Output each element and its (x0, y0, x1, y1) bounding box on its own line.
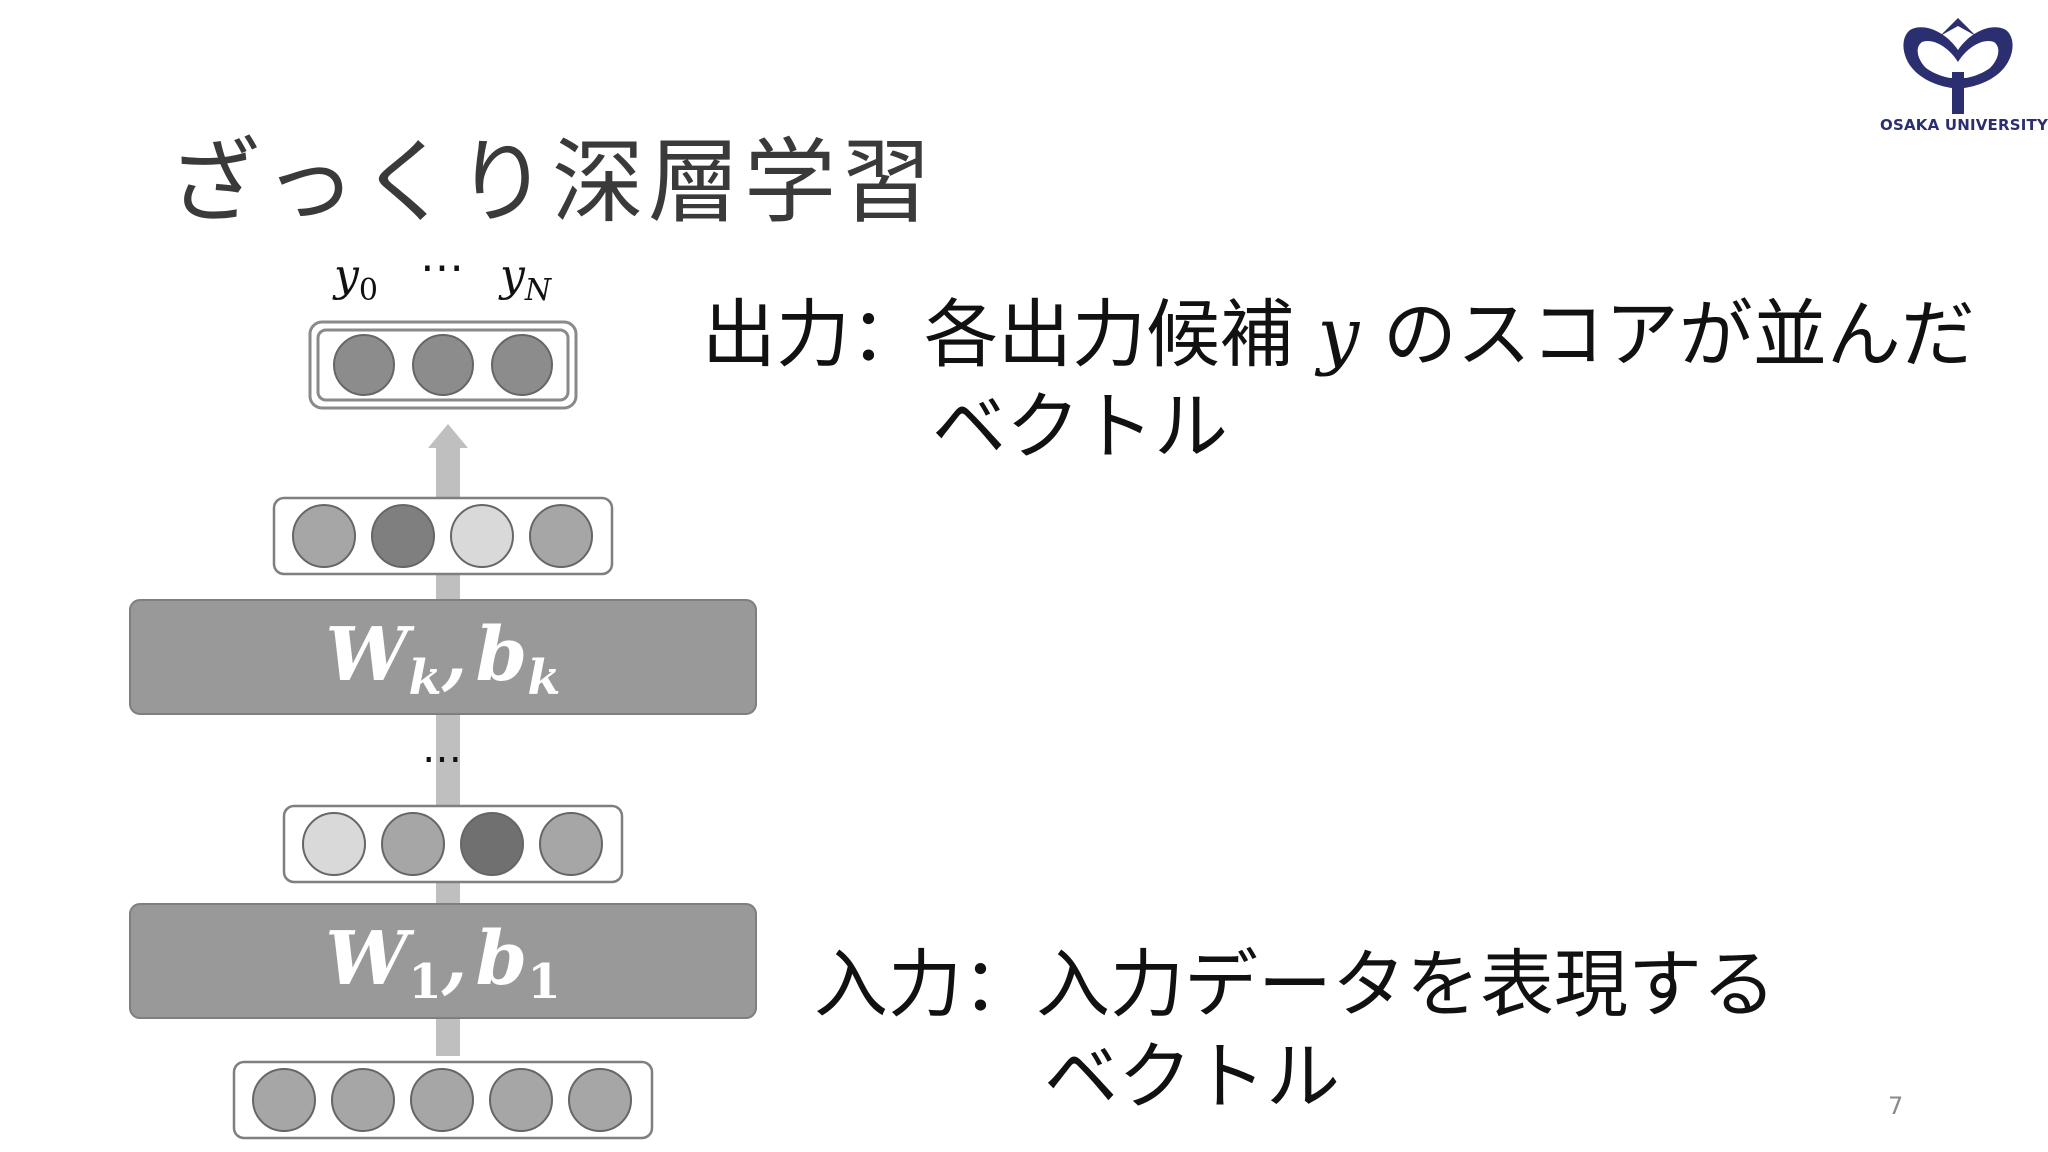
layer-ellipsis: … (422, 726, 462, 772)
hidden-vector-k (272, 496, 614, 576)
vector-node (491, 334, 553, 396)
layer-1: W1,b1 (129, 903, 757, 1019)
vector-node (292, 504, 356, 568)
vector-node (460, 812, 524, 876)
layer-k-label: Wk,bk (325, 612, 560, 706)
input-description-prefix: 入力：入力データを表現する (814, 942, 1776, 1028)
vector-node (489, 1068, 553, 1132)
output-labels: y0 ⋯ yN (332, 242, 553, 308)
output-description-suffix: のスコアが並んだ (1359, 292, 1975, 378)
layer-k: Wk,bk (129, 599, 757, 715)
vector-node (412, 334, 474, 396)
label-y0: y0 (332, 250, 378, 308)
vector-node (331, 1068, 395, 1132)
output-description-continuation: ベクトル (932, 384, 1228, 470)
vector-node (371, 504, 435, 568)
label-yN: yN (498, 250, 553, 308)
osaka-university-emblem-icon (1903, 18, 2013, 115)
input-vector (232, 1060, 654, 1140)
vector-node (539, 812, 603, 876)
vector-node (529, 504, 593, 568)
input-description-continuation: ベクトル (1044, 1034, 1340, 1120)
output-description: 出力：各出力候補 y のスコアが並んだ ベクトル (702, 298, 1975, 464)
vector-node (568, 1068, 632, 1132)
hidden-vector-1 (282, 804, 624, 884)
page-number: 7 (1888, 1092, 1904, 1120)
logo-text: OSAKA UNIVERSITY (1880, 116, 2048, 134)
vector-node (381, 812, 445, 876)
output-symbol-y: y (1317, 292, 1360, 378)
output-vector (308, 320, 578, 410)
output-description-prefix: 出力：各出力候補 (702, 292, 1318, 378)
arrow-head (428, 424, 468, 448)
input-description: 入力：入力データを表現する ベクトル (814, 948, 1776, 1114)
label-ellipsis: ⋯ (420, 242, 464, 293)
vector-node (450, 504, 514, 568)
layer-1-label: W1,b1 (325, 916, 560, 1010)
slide-title: ざっくり深層学習 (168, 129, 937, 236)
vector-node (302, 812, 366, 876)
vector-node (252, 1068, 316, 1132)
vector-node (410, 1068, 474, 1132)
university-logo: OSAKA UNIVERSITY (1880, 12, 2048, 142)
neural-network-diagram: y0 ⋯ yN Wk,bk … W1,b1 (129, 242, 757, 1140)
vector-node (333, 334, 395, 396)
